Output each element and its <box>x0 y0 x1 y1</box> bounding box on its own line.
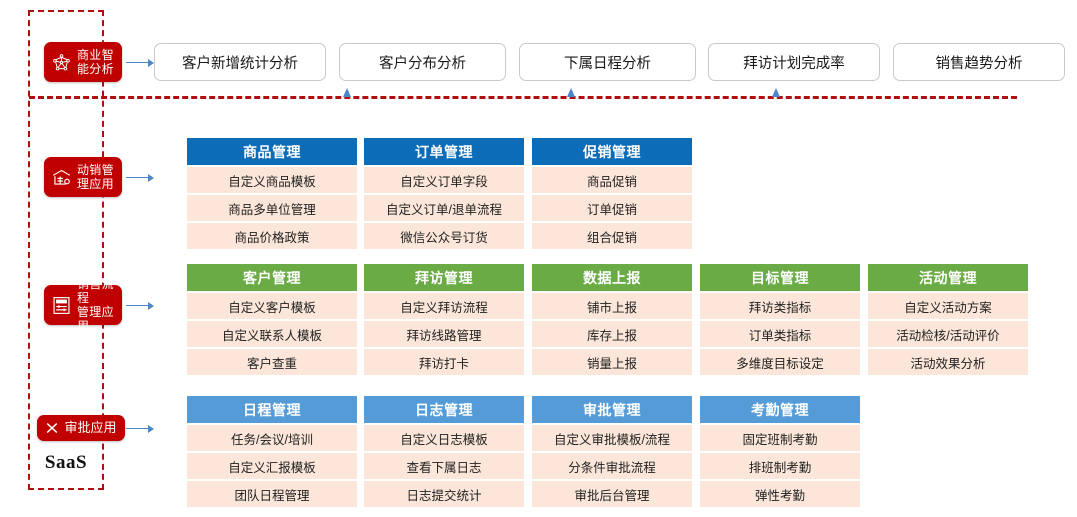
card-row[interactable]: 自定义商品模板 <box>187 167 357 193</box>
bi-pill-1[interactable]: 客户新增统计分析 <box>154 43 326 81</box>
network-graph-icon <box>50 51 72 73</box>
card-row[interactable]: 多维度目标设定 <box>700 349 860 375</box>
bi-pill-5[interactable]: 销售趋势分析 <box>893 43 1065 81</box>
card-data-report[interactable]: 数据上报 铺市上报 库存上报 销量上报 <box>532 264 692 375</box>
card-row[interactable]: 商品价格政策 <box>187 223 357 249</box>
card-header: 订单管理 <box>364 138 524 165</box>
badge-business-intelligence-label: 商业智 能分析 <box>77 48 114 76</box>
card-row[interactable]: 自定义订单/退单流程 <box>364 195 524 221</box>
arrow-approval-to-cards <box>126 424 154 433</box>
card-row[interactable]: 审批后台管理 <box>532 481 692 507</box>
card-header: 活动管理 <box>868 264 1028 291</box>
card-row[interactable]: 弹性考勤 <box>700 481 860 507</box>
card-header: 拜访管理 <box>364 264 524 291</box>
card-row[interactable]: 活动效果分析 <box>868 349 1028 375</box>
card-schedule-management[interactable]: 日程管理 任务/会议/培训 自定义汇报模板 团队日程管理 <box>187 396 357 507</box>
card-customer-management[interactable]: 客户管理 自定义客户模板 自定义联系人模板 客户查重 <box>187 264 357 375</box>
card-promotion-management[interactable]: 促销管理 商品促销 订单促销 组合促销 <box>532 138 692 249</box>
card-header: 数据上报 <box>532 264 692 291</box>
card-row[interactable]: 客户查重 <box>187 349 357 375</box>
card-row[interactable]: 自定义汇报模板 <box>187 453 357 479</box>
card-row[interactable]: 拜访打卡 <box>364 349 524 375</box>
card-product-management[interactable]: 商品管理 自定义商品模板 商品多单位管理 商品价格政策 <box>187 138 357 249</box>
arrow-up-2 <box>567 88 575 97</box>
badge-sales-activation[interactable]: 动销管 理应用 <box>44 157 122 197</box>
card-row[interactable]: 自定义审批模板/流程 <box>532 425 692 451</box>
badge-sales-process[interactable]: 销售流程 管理应用 <box>44 277 122 333</box>
card-row[interactable]: 销量上报 <box>532 349 692 375</box>
card-header: 客户管理 <box>187 264 357 291</box>
card-attendance-management[interactable]: 考勤管理 固定班制考勤 排班制考勤 弹性考勤 <box>700 396 860 507</box>
saas-label: SaaS <box>44 452 88 473</box>
card-header: 目标管理 <box>700 264 860 291</box>
card-header: 日志管理 <box>364 396 524 423</box>
card-row[interactable]: 商品促销 <box>532 167 692 193</box>
badge-business-intelligence[interactable]: 商业智 能分析 <box>44 42 122 82</box>
badge-sales-process-label: 销售流程 管理应用 <box>77 277 114 333</box>
bi-pill-2[interactable]: 客户分布分析 <box>339 43 506 81</box>
card-row[interactable]: 商品多单位管理 <box>187 195 357 221</box>
card-row[interactable]: 固定班制考勤 <box>700 425 860 451</box>
card-row[interactable]: 铺市上报 <box>532 293 692 319</box>
card-row[interactable]: 自定义日志模板 <box>364 425 524 451</box>
card-row[interactable]: 日志提交统计 <box>364 481 524 507</box>
card-row[interactable]: 分条件审批流程 <box>532 453 692 479</box>
card-row[interactable]: 自定义活动方案 <box>868 293 1028 319</box>
approval-check-icon <box>44 421 59 436</box>
arrow-process-to-cards <box>126 301 154 310</box>
card-activity-management[interactable]: 活动管理 自定义活动方案 活动检核/活动评价 活动效果分析 <box>868 264 1028 375</box>
card-row[interactable]: 微信公众号订货 <box>364 223 524 249</box>
card-row[interactable]: 自定义联系人模板 <box>187 321 357 347</box>
saas-boundary-box <box>28 10 104 490</box>
bi-pill-3[interactable]: 下属日程分析 <box>519 43 696 81</box>
badge-approval-app[interactable]: 审批应用 <box>37 415 125 441</box>
card-visit-management[interactable]: 拜访管理 自定义拜访流程 拜访线路管理 拜访打卡 <box>364 264 524 375</box>
card-header: 日程管理 <box>187 396 357 423</box>
card-row[interactable]: 自定义订单字段 <box>364 167 524 193</box>
card-header: 考勤管理 <box>700 396 860 423</box>
arrow-up-1 <box>343 88 351 97</box>
sale-document-icon <box>50 294 72 316</box>
arrow-bi-to-pills <box>126 58 154 67</box>
card-row[interactable]: 团队日程管理 <box>187 481 357 507</box>
arrow-up-3 <box>772 88 780 97</box>
card-row[interactable]: 拜访类指标 <box>700 293 860 319</box>
card-header: 审批管理 <box>532 396 692 423</box>
card-row[interactable]: 查看下属日志 <box>364 453 524 479</box>
card-header: 促销管理 <box>532 138 692 165</box>
arrow-activation-to-cards <box>126 173 154 182</box>
store-building-icon <box>50 166 72 188</box>
card-row[interactable]: 订单类指标 <box>700 321 860 347</box>
card-row[interactable]: 任务/会议/培训 <box>187 425 357 451</box>
card-target-management[interactable]: 目标管理 拜访类指标 订单类指标 多维度目标设定 <box>700 264 860 375</box>
card-approval-management[interactable]: 审批管理 自定义审批模板/流程 分条件审批流程 审批后台管理 <box>532 396 692 507</box>
card-log-management[interactable]: 日志管理 自定义日志模板 查看下属日志 日志提交统计 <box>364 396 524 507</box>
card-row[interactable]: 自定义拜访流程 <box>364 293 524 319</box>
card-order-management[interactable]: 订单管理 自定义订单字段 自定义订单/退单流程 微信公众号订货 <box>364 138 524 249</box>
card-header: 商品管理 <box>187 138 357 165</box>
card-row[interactable]: 订单促销 <box>532 195 692 221</box>
bi-section-divider <box>29 96 1017 99</box>
card-row[interactable]: 活动检核/活动评价 <box>868 321 1028 347</box>
card-row[interactable]: 自定义客户模板 <box>187 293 357 319</box>
badge-sales-activation-label: 动销管 理应用 <box>77 163 114 191</box>
bi-pill-4[interactable]: 拜访计划完成率 <box>708 43 880 81</box>
card-row[interactable]: 拜访线路管理 <box>364 321 524 347</box>
card-row[interactable]: 排班制考勤 <box>700 453 860 479</box>
badge-approval-app-label: 审批应用 <box>64 420 117 435</box>
card-row[interactable]: 库存上报 <box>532 321 692 347</box>
card-row[interactable]: 组合促销 <box>532 223 692 249</box>
